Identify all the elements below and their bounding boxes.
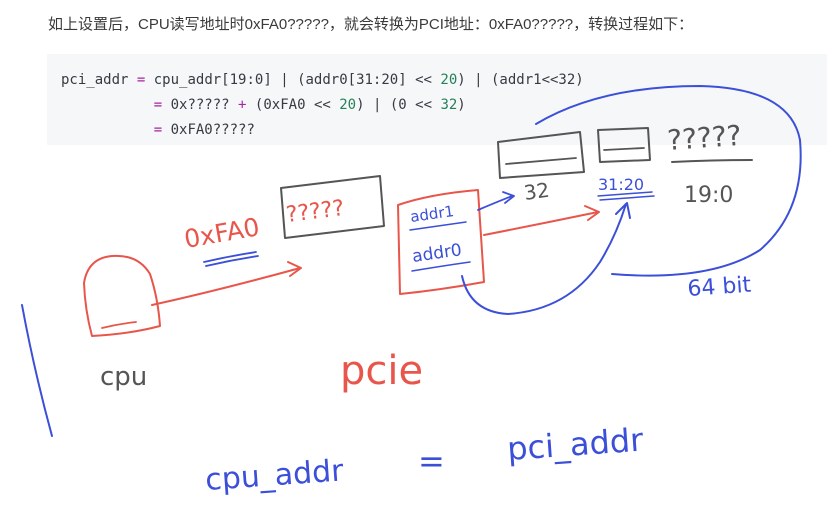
code-token: << [415,72,432,88]
arrowhead [615,202,631,219]
code-line-1: pci_addr = cpu_addr[19:0] | (addr0[31:20… [61,68,827,93]
code-token: ) [457,72,466,88]
intro-paragraph: 如上设置后，CPU读写地址时0xFA0?????，就会转换为PCI地址：0xFA… [48,16,694,33]
code-token: = [153,97,163,113]
code-token: 20 [440,72,458,88]
equation-right: pci_addr [506,421,645,468]
red-value-label: 0xFA0 [182,212,262,254]
code-token: ) [457,97,466,113]
cpu-label: cpu [100,362,147,392]
arrowhead [287,261,302,277]
qmark-box-label: ????? [285,196,346,228]
code-token: (0xFA0 [254,97,306,113]
code-token: << [415,97,432,113]
64bit-loop [535,85,802,277]
segment-box-mid-inner [603,147,645,151]
equation-left: cpu_addr [204,453,345,498]
label-3120: 31:20 [598,175,644,194]
register-to-target-arrow [483,211,599,236]
code-line-2: = 0x????? + (0xFA0 << 20) | (0 << 32) [61,93,827,118]
code-token: pci_addr [61,72,129,88]
cpu-slot [101,321,137,329]
code-token: + [238,97,247,113]
equation-sign: = [418,442,445,480]
label-32: 32 [522,178,551,205]
code-token: | [474,72,483,88]
cpu-box [83,254,161,337]
code-token: cpu_addr[19:0] [153,72,272,88]
q5-underline [671,159,753,163]
addr1-underline [409,221,467,231]
code-token: = [136,72,146,88]
label-pcie: pcie [340,348,423,394]
segment-box-high-inner [505,157,577,165]
cpu-to-box-arrow [151,267,301,306]
code-token: = [153,122,163,138]
code-line-3: = 0xFA0????? [61,118,827,143]
addr1-to-32-arrow [477,195,513,211]
addr0-to-3120-arrow [461,203,627,315]
code-token: 32 [440,97,458,113]
code-token: (0 [389,97,407,113]
reg-addr0-label: addr0 [411,240,463,267]
reg-addr1-label: addr1 [409,202,455,226]
code-token: (addr0[31:20] [297,72,407,88]
addr0-underline [411,261,471,272]
register-box [397,189,485,295]
segment-box-mid [597,127,651,163]
label-190: 19:0 [684,183,733,208]
code-token: 0x????? [170,97,230,113]
code-token: 0xFA0????? [170,122,255,138]
code-token: 20 [339,97,357,113]
arrowhead [584,205,600,221]
qmark-box [280,175,385,239]
code-block: pci_addr = cpu_addr[19:0] | (addr0[31:20… [47,54,827,145]
left-stroke [21,304,53,437]
label-64bit: 64 bit [687,273,753,302]
label-q5: ????? [666,119,742,157]
code-token: << [313,97,331,113]
code-token: ) [356,97,365,113]
arrowhead [502,191,515,204]
segment-box-high [497,131,585,179]
code-token: | [280,72,289,88]
label-3120-underline [597,191,655,201]
blue-underline [203,251,259,267]
code-token: (addr1<<32) [491,72,584,88]
code-token: | [372,97,382,113]
